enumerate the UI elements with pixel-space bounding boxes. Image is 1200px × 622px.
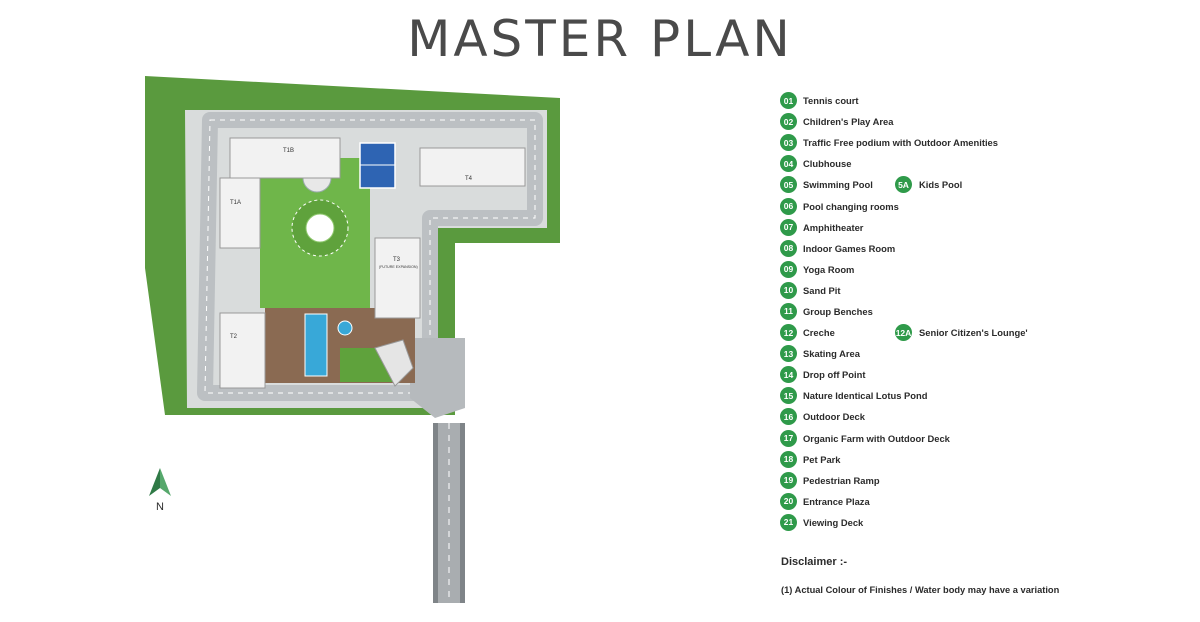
legend-label: Indoor Games Room (803, 242, 896, 254)
north-label: N (156, 501, 164, 512)
legend-label: Traffic Free podium with Outdoor Ameniti… (803, 137, 998, 149)
tower-t1a: T1A (219, 177, 261, 249)
legend-item: 01 Tennis court (780, 90, 1180, 111)
legend-item: 07 Amphitheater (780, 217, 1180, 238)
legend-extra-number: 12A (895, 324, 912, 342)
legend-label: Sand Pit (803, 284, 841, 296)
legend-item: 21 Viewing Deck (780, 512, 1180, 533)
legend-number: 10 (780, 281, 797, 299)
legend-number: 20 (780, 492, 797, 510)
legend-label: Clubhouse (803, 158, 852, 170)
legend-number: 06 (780, 197, 797, 215)
legend-item: 03 Traffic Free podium with Outdoor Ameni… (780, 132, 1180, 153)
legend-item: 08 Indoor Games Room (780, 238, 1180, 259)
legend-number: 03 (780, 134, 797, 152)
tower-t2: T2 (219, 312, 266, 389)
legend-number: 05 (780, 176, 797, 194)
legend-number: 04 (780, 155, 797, 173)
tower-t4: T4 (419, 147, 526, 187)
legend-label: Yoga Room (803, 263, 855, 275)
legend-extra-number: 5A (895, 176, 912, 194)
tower-label-t4: T4 (465, 176, 473, 182)
tower-t1b: T1B (229, 137, 341, 179)
tower-note-t3: (FUTURE EXPANSION) (379, 265, 418, 269)
legend-number: 14 (780, 366, 797, 384)
legend-item: 05 Swimming Pool 5A Kids Pool (780, 174, 1180, 195)
legend-label: Pedestrian Ramp (803, 474, 880, 486)
swimming-pool (304, 313, 328, 377)
tower-label-t1b: T1B (283, 148, 294, 154)
legend-number: 21 (780, 513, 797, 531)
legend-extra: 5A Kids Pool (895, 176, 963, 194)
amenities-legend: 01 Tennis court 02 Children's Play Area 03… (780, 90, 1180, 533)
legend-label: Organic Farm with Outdoor Deck (803, 432, 950, 444)
legend-number: 19 (780, 471, 797, 489)
legend-number: 13 (780, 345, 797, 363)
legend-label: Drop off Point (803, 369, 866, 381)
legend-item: 06 Pool changing rooms (780, 195, 1180, 216)
legend-label: Children's Play Area (803, 116, 894, 128)
legend-extra-label: Kids Pool (919, 179, 963, 191)
north-arrow-icon: N (149, 468, 171, 512)
legend-item: 12 Creche 12A Senior Citizen's Lounge' (780, 322, 1180, 343)
legend-label: Entrance Plaza (803, 495, 870, 507)
legend-label: Outdoor Deck (803, 411, 865, 423)
legend-number: 09 (780, 260, 797, 278)
kids-pool (337, 320, 353, 336)
legend-number: 17 (780, 429, 797, 447)
legend-number: 11 (780, 302, 797, 320)
legend-item: 11 Group Benches (780, 301, 1180, 322)
legend-item: 09 Yoga Room (780, 259, 1180, 280)
legend-label: Pool changing rooms (803, 200, 899, 212)
master-plan-map: T1B T1A T2 T3 (FUTURE EXPANSION) T4 (145, 76, 560, 603)
clubhouse-canopy (374, 339, 414, 387)
legend-item: 10 Sand Pit (780, 280, 1180, 301)
entrance-plaza (410, 338, 465, 418)
legend-item: 14 Drop off Point (780, 364, 1180, 385)
legend-number: 12 (780, 324, 797, 342)
legend-number: 01 (780, 92, 797, 110)
legend-number: 18 (780, 450, 797, 468)
legend-number: 08 (780, 239, 797, 257)
legend-number: 15 (780, 387, 797, 405)
legend-extra-label: Senior Citizen's Lounge' (919, 327, 1028, 339)
legend-label: Nature Identical Lotus Pond (803, 390, 928, 402)
tower-label-t1a: T1A (230, 200, 241, 206)
legend-label: Viewing Deck (803, 516, 864, 528)
disclaimer-title: Disclaimer :- (781, 556, 848, 568)
legend-item: 17 Organic Farm with Outdoor Deck (780, 428, 1180, 449)
legend-label: Creche (803, 327, 835, 339)
legend-label: Group Benches (803, 305, 873, 317)
tower-label-t2: T2 (230, 334, 238, 340)
tower-t3: T3 (FUTURE EXPANSION) (374, 237, 421, 319)
legend-item: 15 Nature Identical Lotus Pond (780, 385, 1180, 406)
legend-item: 18 Pet Park (780, 449, 1180, 470)
disclaimer-text: (1) Actual Colour of Finishes / Water bo… (781, 585, 1060, 595)
legend-label: Amphitheater (803, 221, 864, 233)
legend-number: 07 (780, 218, 797, 236)
tower-label-t3: T3 (393, 257, 401, 263)
legend-number: 16 (780, 408, 797, 426)
legend-item: 13 Skating Area (780, 343, 1180, 364)
legend-item: 19 Pedestrian Ramp (780, 470, 1180, 491)
legend-extra: 12A Senior Citizen's Lounge' (895, 324, 1028, 342)
legend-label: Swimming Pool (803, 179, 873, 191)
legend-item: 20 Entrance Plaza (780, 491, 1180, 512)
legend-item: 02 Children's Play Area (780, 111, 1180, 132)
legend-label: Pet Park (803, 453, 841, 465)
page-title: MASTER PLAN (407, 10, 793, 68)
legend-item: 04 Clubhouse (780, 153, 1180, 174)
legend-item: 16 Outdoor Deck (780, 406, 1180, 427)
legend-label: Tennis court (803, 95, 859, 107)
legend-label: Skating Area (803, 348, 860, 360)
legend-number: 02 (780, 113, 797, 131)
